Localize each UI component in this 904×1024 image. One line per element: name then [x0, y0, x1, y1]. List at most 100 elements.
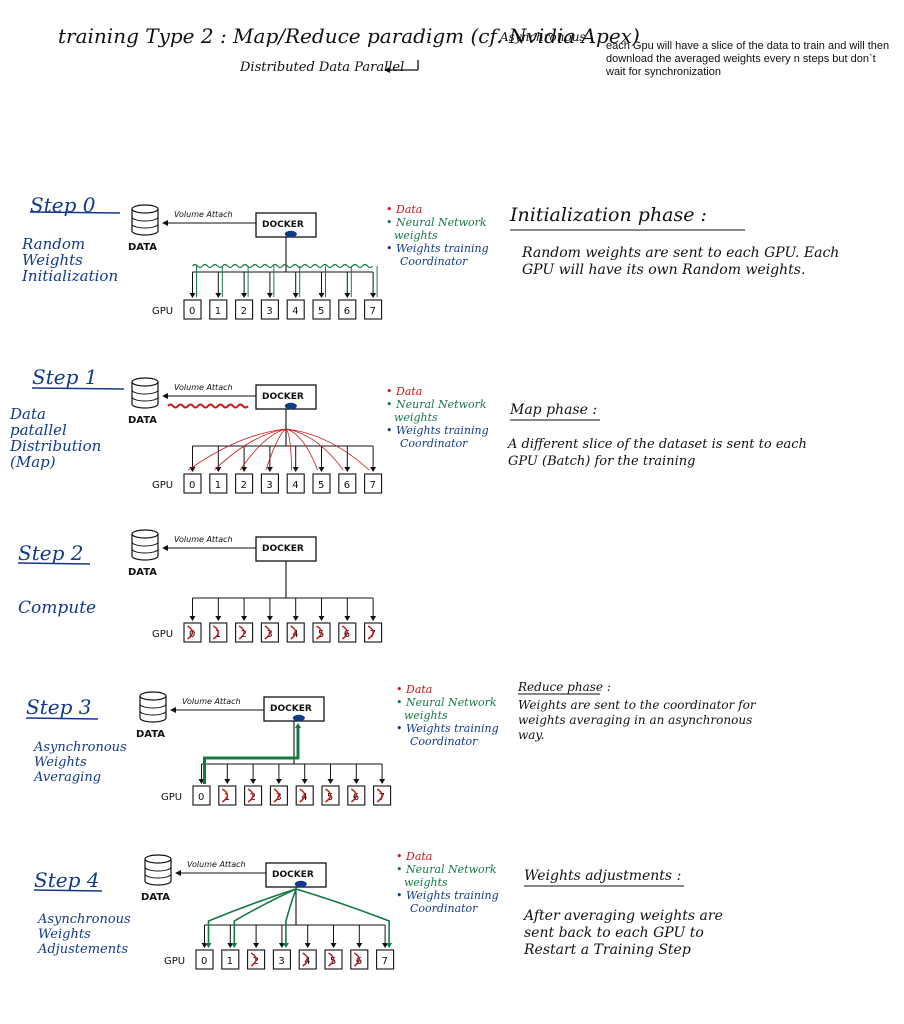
step-underline: [29, 211, 121, 214]
volume-attach-label: Volume Attach: [174, 210, 233, 219]
bus-drop-arrow: [382, 943, 389, 948]
bus-drop-arrow: [266, 616, 273, 621]
weights-send-back-arrow: [205, 943, 212, 948]
bus-drop-arrow: [304, 943, 311, 948]
bus-drop-arrow: [215, 293, 222, 298]
bus-drop-arrow: [250, 779, 257, 784]
compute-mark: [299, 788, 306, 803]
docker-label: DOCKER: [270, 704, 312, 714]
volume-attach-arrow: [170, 707, 176, 713]
gpu-id-3: 3: [278, 956, 284, 967]
async-label: Asynchronous: [500, 30, 586, 44]
data-store-band: [139, 703, 167, 709]
gpu-box: [286, 299, 305, 320]
bus-drop-arrow: [275, 779, 282, 784]
header-decoration: [384, 60, 419, 73]
compute-mark: [350, 788, 358, 803]
gpu-id-3: 3: [266, 480, 272, 491]
bus-drop-arrow: [327, 779, 334, 784]
gpu-box: [235, 473, 254, 494]
compute-mark: [376, 788, 383, 803]
compute-mark: [238, 625, 245, 640]
legend-coordinator-line2: Coordinator: [400, 255, 468, 268]
step-underline: [31, 387, 125, 390]
data-label: DATA: [128, 242, 157, 253]
step-3-phase-text: Weights are sent to the coordinator for …: [518, 698, 756, 742]
bus-drop-arrow: [292, 293, 299, 298]
data-label: DATA: [136, 729, 165, 740]
bus-drop-arrow: [356, 943, 363, 948]
data-store-body: [144, 859, 172, 886]
step-1-phase-text: A different slice of the dataset is sent…: [508, 437, 807, 469]
gpu-id-5: 5: [318, 306, 324, 317]
gpu-id-5: 5: [318, 480, 324, 491]
bus-drop-arrow: [301, 779, 308, 784]
step-4-description: Asynchronous Weights Adjustements: [38, 912, 131, 957]
data-store-band: [131, 396, 159, 402]
compute-mark: [212, 625, 220, 640]
data-store-band: [144, 873, 172, 879]
step-1-phase-title: Map phase :: [510, 402, 598, 418]
gpu-id-0: 0: [189, 306, 195, 317]
compute-mark: [187, 625, 194, 640]
step-0-phase-title: Initialization phase :: [510, 204, 707, 226]
data-split-line: [285, 428, 293, 471]
step-1-label: Step 1: [32, 365, 98, 389]
gpu-box: [338, 299, 357, 320]
data-split-line: [188, 428, 287, 471]
bus-drop-arrow: [292, 616, 299, 621]
gpu-box: [209, 299, 228, 320]
data-store-top: [131, 529, 159, 539]
data-store-band: [131, 216, 159, 222]
bus-drop-arrow: [278, 943, 285, 948]
subtitle-pointer-arrow: [384, 67, 390, 73]
gpu-box: [183, 473, 202, 494]
gpu-box: [235, 299, 254, 320]
docker-label: DOCKER: [272, 870, 314, 880]
step-underline: [17, 562, 91, 565]
legend-coordinator: • Weights training: [386, 242, 489, 255]
volume-attach-arrow: [162, 545, 168, 551]
gpu-id-1: 1: [227, 956, 233, 967]
gpu-box: [183, 299, 202, 320]
page-title: training Type 2 : Map/Reduce paradigm (c…: [58, 24, 640, 48]
data-store-top: [131, 377, 159, 387]
bus-drop-arrow: [266, 293, 273, 298]
gpu-box: [364, 473, 383, 494]
docker-box: [255, 536, 317, 562]
bus-drop-arrow: [189, 467, 196, 472]
gpu-label: GPU: [152, 629, 173, 640]
bus-drop-arrow: [253, 943, 260, 948]
step-underline: [25, 717, 99, 720]
docker-label: DOCKER: [262, 544, 304, 554]
compute-mark: [273, 788, 280, 803]
volume-attach-arrow: [162, 393, 168, 399]
compute-mark: [328, 952, 335, 967]
data-store-body: [139, 696, 167, 723]
bus-drop-arrow: [266, 467, 273, 472]
bus-drop-arrow: [370, 467, 377, 472]
data-store-band: [144, 866, 172, 872]
step-3-label: Step 3: [26, 695, 92, 719]
gpu-box: [209, 473, 228, 494]
step-4-legend: • Data • Neural Network weights • Weight…: [396, 850, 499, 915]
weights-send-back-line: [207, 888, 297, 947]
docker-label: DOCKER: [262, 220, 304, 230]
step-underline: [33, 889, 103, 892]
data-store-top: [139, 691, 167, 701]
bus-drop-arrow: [318, 467, 325, 472]
data-split-line: [285, 428, 318, 471]
data-label: DATA: [128, 415, 157, 426]
data-split-line: [285, 428, 370, 471]
bus-drop-arrow: [189, 616, 196, 621]
compute-mark: [316, 625, 323, 640]
legend-weights: weights: [394, 229, 438, 242]
step-3-description: Asynchronous Weights Averaging: [34, 740, 127, 785]
data-split-line: [265, 428, 287, 471]
gpu-label: GPU: [161, 792, 182, 803]
gpu-box: [312, 473, 331, 494]
compute-mark: [302, 952, 309, 967]
